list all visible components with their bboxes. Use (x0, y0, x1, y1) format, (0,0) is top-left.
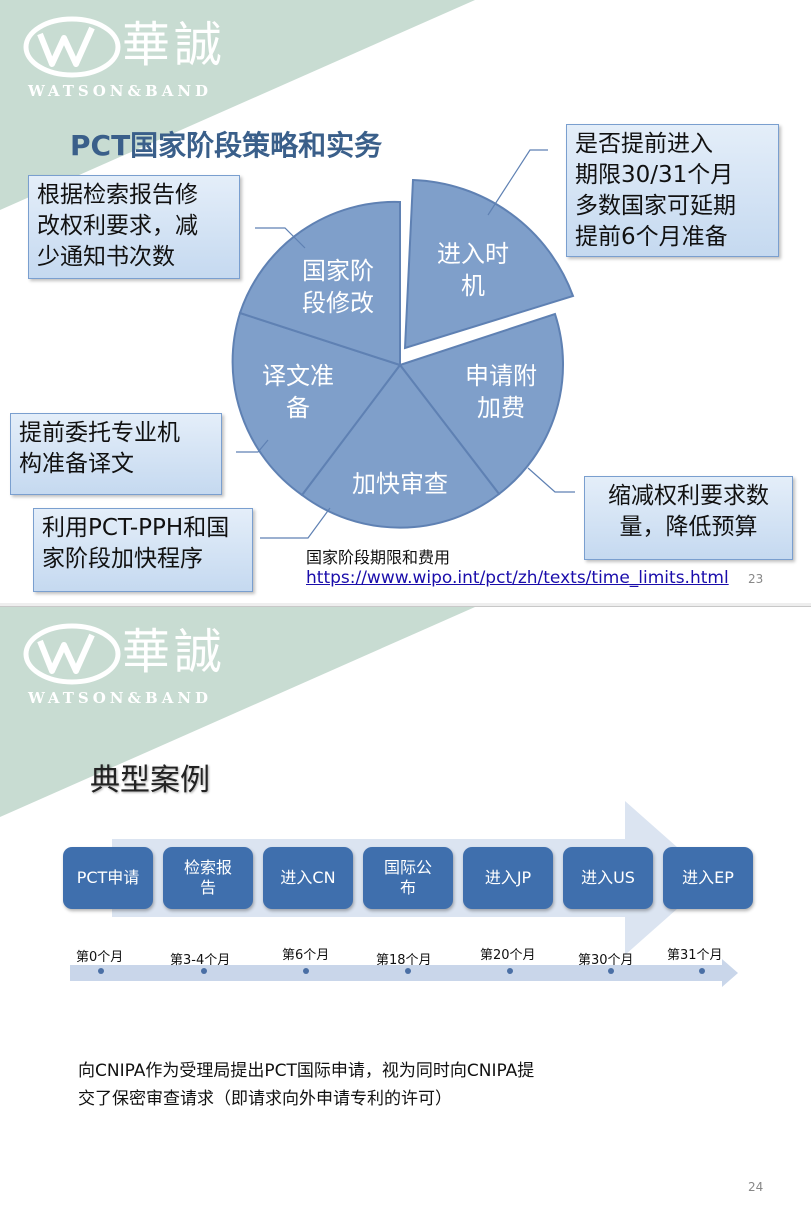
timeline-label-month-18: 第18个月 (376, 953, 432, 968)
watson-band-logo-icon (23, 623, 121, 685)
timeline-dot (507, 968, 513, 974)
source-label: 国家阶段期限和费用 (306, 548, 451, 567)
pie-label-amendment: 国家阶段修改 (302, 257, 374, 317)
timeline-label-month-31: 第31个月 (667, 948, 723, 963)
leader-line-amend (255, 227, 306, 249)
stage-search-report: 检索报告 (163, 847, 253, 909)
slide-title: 典型案例 (90, 763, 210, 798)
callout-pct-pph: 利用PCT-PPH和国 家阶段加快程序 (33, 508, 253, 592)
pie-segment-amendment (238, 200, 401, 367)
callout-national-amendment: 根据检索报告修 改权利要求，减 少通知书次数 (28, 175, 240, 279)
pie-segment-entry-timing (403, 178, 575, 350)
logo-english-name: WATSON&BAND (28, 82, 213, 100)
slide-23: 華誠 WATSON&BAND PCT国家阶段策略和实务 进入时机 申请附加费 加… (0, 0, 811, 603)
stage-enter-cn: 进入CN (263, 847, 353, 909)
timeline-label-month-0: 第0个月 (76, 950, 124, 965)
logo-chinese-name: 華誠 (122, 624, 227, 680)
process-arrow-background (70, 801, 738, 987)
stage-international-publication: 国际公布 (363, 847, 453, 909)
timeline-dot (303, 968, 309, 974)
callout-entry-timing: 是否提前进入 期限30/31个月 多数国家可延期 提前6个月准备 (566, 124, 779, 257)
watson-band-logo-icon (23, 16, 121, 78)
confidentiality-note: 向CNIPA作为受理局提出PCT国际申请，视为同时向CNIPA提 交了保密审查请… (78, 1061, 535, 1109)
stage-pct-filing: PCT申请 (63, 847, 153, 909)
stage-enter-us: 进入US (563, 847, 653, 909)
leader-line-fees (527, 467, 575, 493)
slide-title: PCT国家阶段策略和实务 (70, 129, 383, 162)
callout-claim-reduction: 缩减权利要求数 量，降低预算 (584, 476, 793, 560)
pie-label-expedite: 加快审查 (352, 470, 448, 498)
timeline-dot (608, 968, 614, 974)
pie-label-translation: 译文准备 (262, 362, 334, 422)
timeline-dot (405, 968, 411, 974)
leader-line-pph (260, 507, 331, 539)
wipo-time-limits-link[interactable]: https://www.wipo.int/pct/zh/texts/time_l… (306, 568, 729, 588)
timeline-dot (201, 968, 207, 974)
logo-english-name: WATSON&BAND (28, 689, 213, 707)
leader-line-translation (236, 439, 269, 453)
pie-segment-expedite (300, 363, 501, 529)
timeline-label-month-6: 第6个月 (282, 948, 330, 963)
timeline-label-month-3-4: 第3-4个月 (170, 953, 231, 968)
page-number: 24 (748, 1180, 764, 1194)
timeline-label-month-30: 第30个月 (578, 953, 634, 968)
slide-separator (0, 603, 811, 606)
callout-translation: 提前委托专业机 构准备译文 (10, 413, 222, 495)
timeline-label-month-20: 第20个月 (480, 948, 536, 963)
slide-24: 華誠 WATSON&BAND 典型案例 PCT申请 检索报告 进入CN 国际公布… (0, 606, 811, 1213)
timeline-dot (98, 968, 104, 974)
pie-segment-translation (231, 311, 402, 497)
leader-line-timing (487, 149, 548, 216)
stage-enter-jp: 进入JP (463, 847, 553, 909)
logo-chinese-name: 華誠 (122, 17, 227, 73)
pie-segment-fees (398, 312, 565, 496)
timeline-dot (699, 968, 705, 974)
pie-label-fees: 申请附加费 (465, 362, 537, 422)
page-number: 23 (748, 572, 764, 586)
stage-enter-ep: 进入EP (663, 847, 753, 909)
pie-label-entry-timing: 进入时机 (437, 240, 509, 300)
timeline-arrow (70, 959, 738, 987)
strategy-pie (231, 149, 575, 539)
